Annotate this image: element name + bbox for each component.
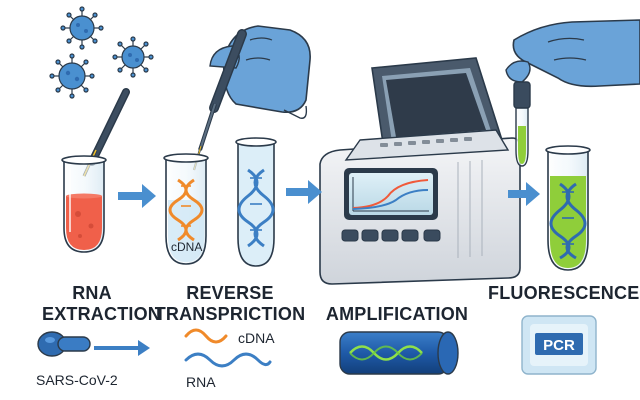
tube-reverse-transcription (163, 153, 209, 265)
virus-capsule-icon (37, 331, 91, 357)
cycler-screen (344, 168, 438, 220)
rna-strand-icon (184, 352, 272, 368)
tube-rna-extraction (61, 155, 107, 253)
legend-cdna-label: cDNA (238, 330, 275, 346)
legend-rna-label: RNA (186, 374, 216, 390)
stage-label-fluorescence: FLUORESCENCE (488, 283, 640, 304)
stage-label-line2: EXTRACTION (42, 304, 161, 324)
cdna-strand-icon (184, 328, 228, 344)
tube-fluorescence (545, 145, 591, 271)
virus-particle-1 (60, 6, 104, 50)
tube-cdna-label: cDNA (171, 240, 202, 254)
gloved-hand-pipette (192, 25, 311, 171)
pcr-badge-icon: PCR (521, 315, 597, 375)
arrow-amplification-to-fluorescence (508, 182, 540, 206)
stage-label-line1: REVERSE (186, 283, 274, 303)
virus-name-label: SARS-CoV-2 (36, 372, 118, 388)
arrow-extraction-to-rt (118, 184, 156, 208)
amplification-cylinder-icon (339, 331, 459, 375)
tube-rna-dna (235, 137, 277, 267)
arrow-to-virus-name (94, 340, 150, 356)
virus-particle-2 (112, 36, 154, 78)
stage-label-line2: AMPLIFICATION (325, 304, 469, 324)
stage-label-rna-extraction: RNA EXTRACTION (42, 283, 161, 325)
stage-label-line1: RNA (72, 283, 112, 303)
stage-label-line2: TRANSPRICTION (154, 304, 306, 324)
virus-particle-3 (49, 53, 95, 99)
stage-label-line2: FLUORESCENCE (488, 283, 640, 303)
pcr-badge-text: PCR (543, 337, 575, 354)
arrow-rt-to-amplification (286, 180, 322, 204)
stage-label-amplification: AMPLIFICATION (322, 304, 472, 325)
stage-label-reverse-transcription: REVERSE TRANSPRICTION (150, 283, 310, 325)
gloved-hand-dropper (505, 19, 640, 167)
cycler-buttons (341, 160, 483, 258)
